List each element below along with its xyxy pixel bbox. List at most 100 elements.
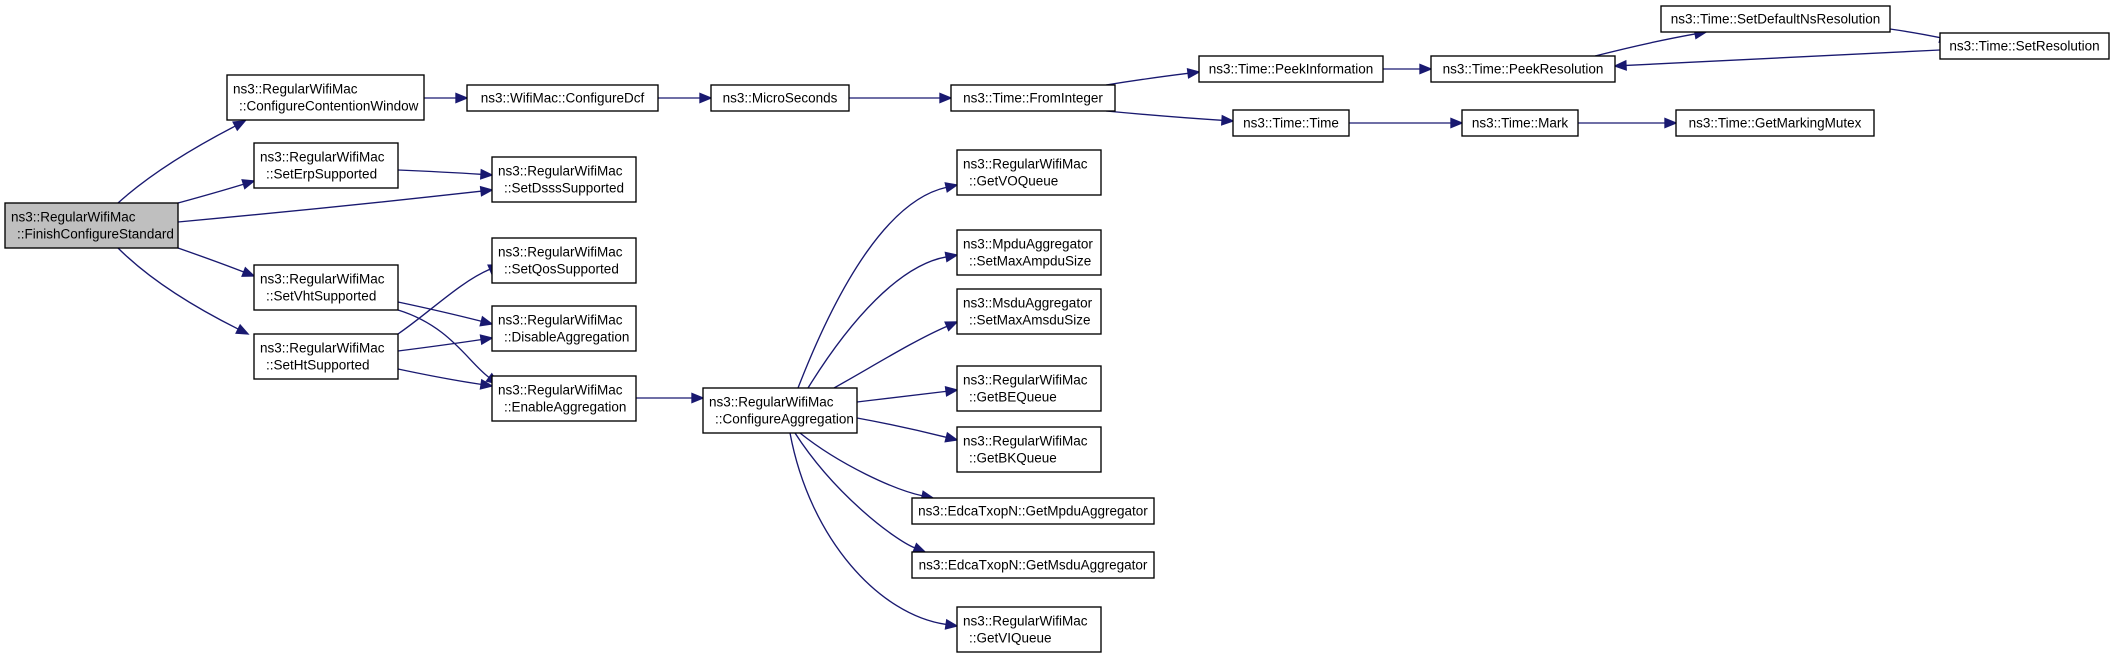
edge-fromint-time (1105, 110, 1235, 126)
edge-arrowhead (1664, 117, 1678, 129)
node-erp[interactable]: ns3::RegularWifiMac::SetErpSupported (253, 142, 399, 189)
node-box (1232, 109, 1350, 137)
node-ampdu[interactable]: ns3::MpduAggregator::SetMaxAmpduSize (956, 229, 1102, 276)
edge-micro-fromint (849, 92, 953, 104)
edge-finish-dsss (177, 185, 494, 223)
edge-arrowhead (1450, 117, 1464, 129)
node-label: ::FinishConfigureStandard (17, 227, 174, 242)
node-mark[interactable]: ns3::Time::Mark (1461, 109, 1579, 137)
node-dcf[interactable]: ns3::WifiMac::ConfigureDcf (466, 84, 659, 112)
edge-vht-disagg (397, 301, 494, 327)
node-fromint[interactable]: ns3::Time::FromInteger (950, 84, 1116, 112)
node-box (956, 365, 1102, 412)
edge-finish-vht (177, 247, 256, 277)
node-disagg[interactable]: ns3::RegularWifiMac::DisableAggregation (491, 305, 637, 352)
edge-arrowhead (479, 168, 494, 180)
edge-line (397, 169, 482, 175)
node-box (956, 149, 1102, 196)
node-mpduagg[interactable]: ns3::EdcaTxopN::GetMpduAggregator (911, 497, 1155, 525)
edge-line (177, 183, 244, 204)
node-bk[interactable]: ns3::RegularWifiMac::GetBKQueue (956, 426, 1102, 473)
node-label: ns3::MpduAggregator (963, 237, 1093, 252)
node-label: ns3::MicroSeconds (723, 91, 838, 106)
node-label: ns3::RegularWifiMac (498, 383, 623, 398)
node-peekinfo[interactable]: ns3::Time::PeekInformation (1198, 55, 1384, 83)
node-label: ::SetMaxAmpduSize (969, 254, 1091, 269)
node-label: ::GetBEQueue (969, 390, 1057, 405)
edge-line (1105, 72, 1189, 86)
node-box (956, 426, 1102, 473)
node-vi[interactable]: ns3::RegularWifiMac::GetVIQueue (956, 606, 1102, 653)
node-box (956, 288, 1102, 335)
edge-line (397, 301, 482, 322)
node-label: ns3::EdcaTxopN::GetMsduAggregator (919, 558, 1148, 573)
node-box (1939, 32, 2110, 60)
node-qos[interactable]: ns3::RegularWifiMac::SetQosSupported (491, 237, 637, 284)
node-box (1430, 55, 1616, 83)
node-label: ns3::Time::Mark (1472, 116, 1569, 131)
node-label: ::SetMaxAmsduSize (969, 313, 1091, 328)
node-vo[interactable]: ns3::RegularWifiMac::GetVOQueue (956, 149, 1102, 196)
node-box (4, 202, 179, 249)
node-box (1461, 109, 1579, 137)
node-amsdu[interactable]: ns3::MsduAggregator::SetMaxAmsduSize (956, 288, 1102, 335)
node-label: ns3::RegularWifiMac (260, 150, 385, 165)
node-enagg[interactable]: ns3::RegularWifiMac::EnableAggregation (491, 375, 637, 422)
edge-arrowhead (479, 315, 494, 327)
node-box (491, 305, 637, 352)
edge-erp-dsss (397, 168, 494, 180)
node-box (1675, 109, 1875, 137)
node-label: ns3::WifiMac::ConfigureDcf (481, 91, 645, 106)
node-label: ns3::Time::Time (1243, 116, 1339, 131)
edge-line (789, 432, 947, 626)
node-cfgagg[interactable]: ns3::RegularWifiMac::ConfigureAggregatio… (702, 387, 858, 434)
node-setres[interactable]: ns3::Time::SetResolution (1939, 32, 2110, 60)
node-micro[interactable]: ns3::MicroSeconds (710, 84, 850, 112)
node-setdef[interactable]: ns3::Time::SetDefaultNsResolution (1660, 5, 1891, 33)
edge-line (797, 186, 947, 389)
node-box (702, 387, 858, 434)
node-label: ::DisableAggregation (504, 330, 629, 345)
node-vht[interactable]: ns3::RegularWifiMac::SetVhtSupported (253, 264, 399, 311)
node-label: ns3::Time::GetMarkingMutex (1689, 116, 1862, 131)
edge-fromint-peekinfo (1105, 67, 1201, 86)
edge-peekres-setdef (1594, 28, 1708, 57)
edge-cfgagg-ampdu (807, 251, 959, 389)
node-label: ::SetQosSupported (504, 262, 619, 277)
edge-line (794, 432, 916, 549)
node-finish[interactable]: ns3::RegularWifiMac::FinishConfigureStan… (4, 202, 179, 249)
node-box (491, 375, 637, 422)
edge-line (177, 190, 482, 223)
node-be[interactable]: ns3::RegularWifiMac::GetBEQueue (956, 365, 1102, 412)
edge-arrowhead (691, 392, 705, 404)
node-label: ::GetVIQueue (969, 631, 1052, 646)
edge-arrowhead (1220, 114, 1235, 126)
node-dsss[interactable]: ns3::RegularWifiMac::SetDsssSupported (491, 156, 637, 203)
edge-line (799, 432, 923, 497)
node-label: ::SetErpSupported (266, 167, 377, 182)
node-box (911, 551, 1155, 579)
node-mutex[interactable]: ns3::Time::GetMarkingMutex (1675, 109, 1875, 137)
edge-arrowhead (1419, 63, 1433, 75)
edge-arrowhead (944, 431, 959, 443)
edge-line (397, 268, 491, 335)
edge-cfgagg-vo (797, 182, 959, 389)
node-msduagg[interactable]: ns3::EdcaTxopN::GetMsduAggregator (911, 551, 1155, 579)
node-peekres[interactable]: ns3::Time::PeekResolution (1430, 55, 1616, 83)
edge-arrowhead (479, 334, 494, 346)
node-box (491, 237, 637, 284)
node-box (466, 84, 659, 112)
node-label: ns3::RegularWifiMac (963, 434, 1088, 449)
edge-arrowhead (1613, 59, 1627, 71)
node-ht[interactable]: ns3::RegularWifiMac::SetHtSupported (253, 333, 399, 380)
node-label: ::SetHtSupported (266, 358, 370, 373)
node-box (253, 264, 399, 311)
edge-arrowhead (912, 542, 927, 553)
node-label: ns3::Time::SetDefaultNsResolution (1671, 12, 1881, 27)
node-time[interactable]: ns3::Time::Time (1232, 109, 1350, 137)
node-label: ns3::RegularWifiMac (498, 245, 623, 260)
node-ccw[interactable]: ns3::RegularWifiMac::ConfigureContention… (226, 74, 425, 121)
node-label: ::ConfigureAggregation (715, 412, 854, 427)
node-label: ::GetVOQueue (969, 174, 1058, 189)
